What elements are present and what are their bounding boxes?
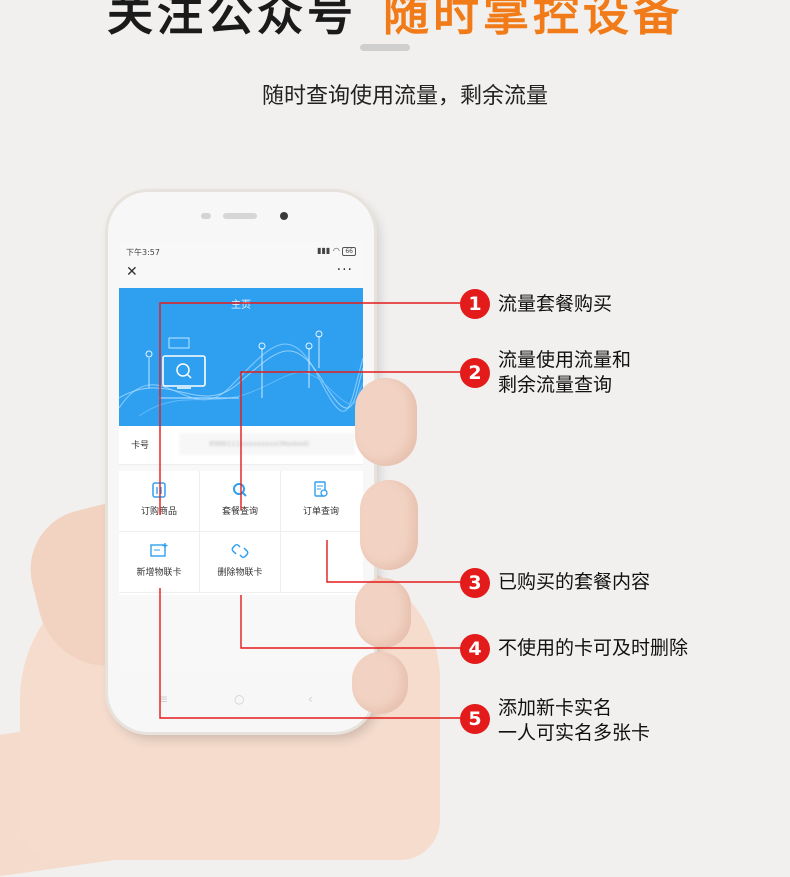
card-number-value: 8986111xxxxxxxxx(Masked) [179,433,355,455]
callout-badge-3: 3 [460,568,490,598]
banner-illustration [119,330,363,417]
more-icon[interactable]: ··· [336,262,353,278]
finger-index [355,378,417,466]
transaction-icon [152,482,166,498]
menu-empty-cell [281,532,361,593]
callout-badge-2: 2 [460,358,490,388]
callout-line: 流量使用流量和 [498,349,632,371]
signal-icon: ▮▮▮ [317,246,331,255]
callout-badge-5: 5 [460,704,490,734]
card-label: 卡号 [131,441,150,451]
callout-line: 添加新卡实名 [498,697,613,719]
unlink-icon [231,544,249,558]
status-bar: 下午3:57 ▮▮▮ ◠ 66 [119,242,363,260]
close-icon[interactable]: ✕ [126,264,138,280]
callout-text-1: 流量套餐购买 [498,292,612,317]
callout-line: 不使用的卡可及时删除 [498,637,689,659]
phone-nav-bar: ≡ ○ ‹ [108,692,374,722]
callout-lines [159,302,462,719]
add-card-icon [150,543,168,557]
callout-line: 流量套餐购买 [498,293,613,315]
menu-order-goods[interactable]: 订购商品 [119,471,200,532]
page-title: 主页 [231,300,251,311]
battery-icon: 66 [342,247,356,256]
headline-black: 关注公众号 [107,0,357,41]
headline-orange: 随时掌控设备 [383,0,683,41]
phone-camera [280,212,288,220]
document-search-icon [314,481,328,497]
callout-text-4: 不使用的卡可及时删除 [498,636,688,661]
wifi-icon: ◠ [332,246,340,255]
home-icon[interactable]: ○ [234,692,245,706]
subtitle: 随时查询使用流量，剩余流量 [261,84,548,109]
callout-badge-4: 4 [460,634,490,664]
finger-ring [355,578,411,648]
finger-middle [360,480,418,570]
phone-speaker [223,213,257,219]
callout-text-5: 添加新卡实名 一人可实名多张卡 [498,696,650,746]
callout-line: 一人可实名多张卡 [498,722,651,744]
menu-delete-card[interactable]: 删除物联卡 [200,532,281,593]
phone-sensor [201,213,211,219]
menu-label: 订购商品 [140,507,177,517]
callout-line: 剩余流量查询 [498,374,613,396]
menu-label: 删除物联卡 [217,568,263,578]
callout-badge-1: 1 [460,289,490,319]
divider [360,44,410,51]
menu-plan-query[interactable]: 套餐查询 [200,471,281,532]
callout-text-2: 流量使用流量和 剩余流量查询 [498,348,631,398]
headline: 关注公众号随时掌控设备 [0,0,790,44]
menu-icon[interactable]: ≡ [158,692,169,706]
menu-label: 新增物联卡 [136,568,182,578]
menu-label: 订单查询 [302,507,339,517]
search-icon [233,483,247,497]
back-icon[interactable]: ‹ [308,692,313,706]
menu-label: 套餐查询 [221,507,258,517]
finger-little [352,652,408,714]
callout-line: 已购买的套餐内容 [498,571,651,593]
top-bar: ✕ ··· [119,260,363,288]
menu-order-query[interactable]: 订单查询 [281,471,361,532]
status-time: 下午3:57 [126,248,160,257]
callout-text-3: 已购买的套餐内容 [498,570,650,595]
status-icons: ▮▮▮ ◠ 66 [317,246,356,256]
